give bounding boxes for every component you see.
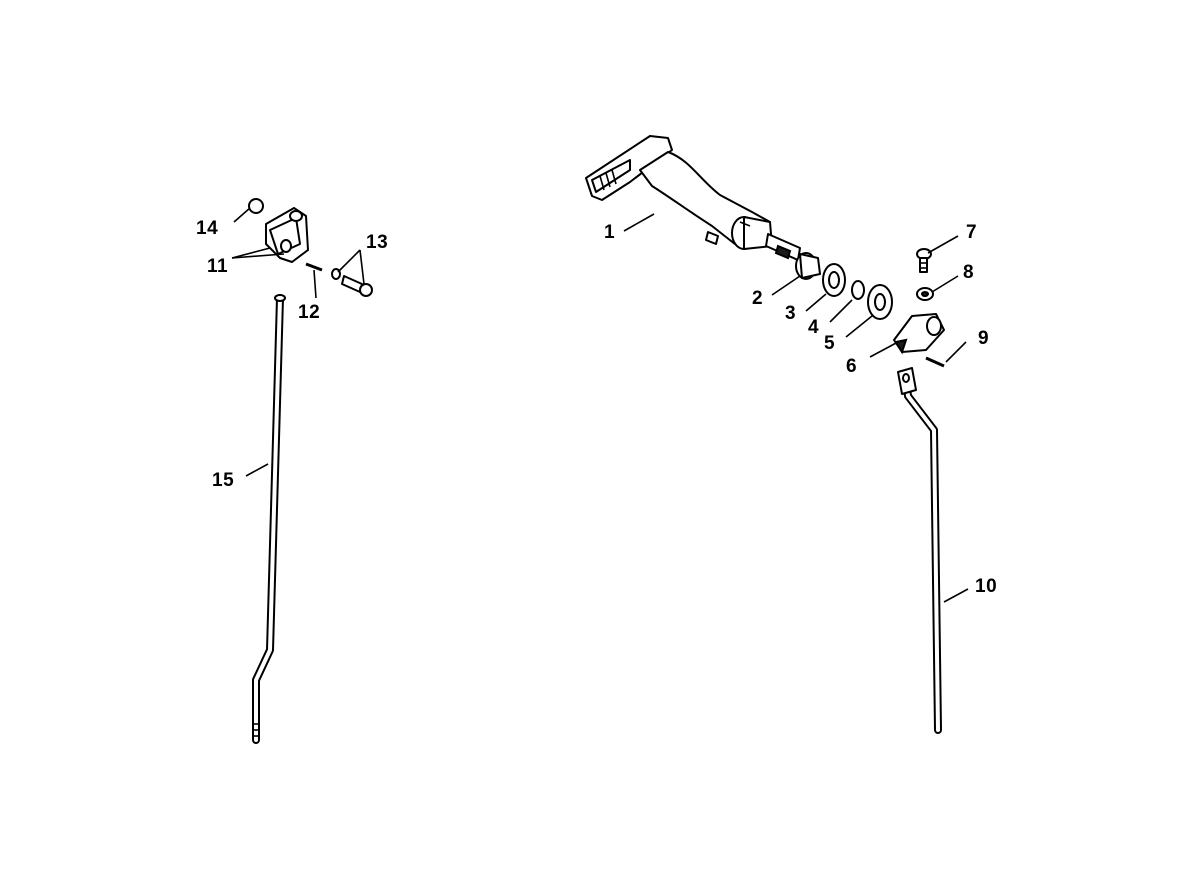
ring-part [851, 280, 865, 300]
callout-15: 15 [212, 470, 234, 491]
clamp-block-part [893, 313, 945, 355]
callout-7: 7 [966, 222, 977, 243]
callout-6: 6 [846, 356, 857, 377]
small-pin-part [305, 262, 323, 272]
right-rod-part [897, 367, 942, 734]
washer-large-part [867, 284, 893, 320]
washer-part [822, 263, 846, 297]
callout-14: 14 [196, 218, 218, 239]
left-rod-part [252, 294, 286, 744]
leader-lines [231, 207, 969, 603]
screw-part [916, 248, 932, 273]
nut-part [248, 198, 264, 214]
callout-11: 11 [207, 256, 228, 277]
callout-3: 3 [785, 303, 796, 324]
callout-1: 1 [604, 222, 615, 243]
pin-part [925, 356, 945, 368]
callout-13: 13 [366, 232, 388, 253]
bushing-part [795, 252, 821, 280]
pedal-lever-part [585, 135, 801, 261]
callout-labels: 1 2 3 4 5 6 7 8 9 10 11 12 13 14 15 [196, 218, 997, 597]
upper-clamp-part [265, 207, 309, 263]
callout-12: 12 [298, 302, 320, 323]
callout-9: 9 [978, 328, 989, 349]
callout-8: 8 [963, 262, 974, 283]
callout-2: 2 [752, 288, 763, 309]
callout-5: 5 [824, 333, 835, 354]
bolt-part [331, 268, 373, 297]
lock-washer-part [916, 287, 934, 301]
callout-4: 4 [808, 317, 819, 338]
callout-10: 10 [975, 576, 997, 597]
